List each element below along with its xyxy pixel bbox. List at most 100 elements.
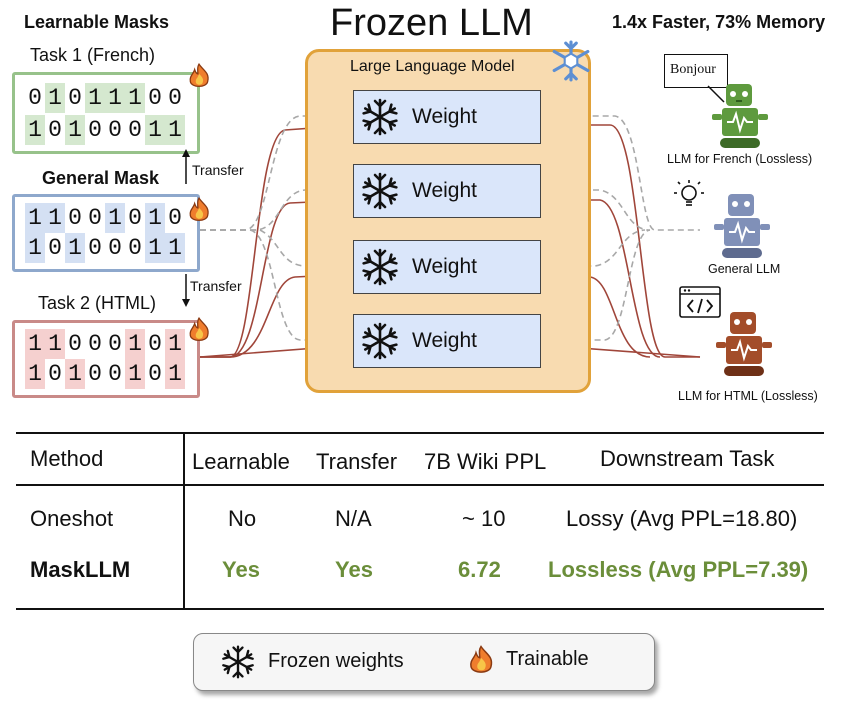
- page-title: Frozen LLM: [330, 2, 533, 44]
- transfer-label-2: Transfer: [190, 278, 242, 294]
- flame-icon: [470, 645, 493, 673]
- mask-cell: 1: [125, 83, 145, 113]
- flame-icon: [189, 63, 209, 88]
- snowflake-icon: [220, 644, 256, 680]
- french-robot-icon: [707, 84, 768, 148]
- mask-cell: 1: [45, 203, 65, 233]
- mask-cell: 1: [105, 83, 125, 113]
- mask-cell: 1: [45, 329, 65, 359]
- mask-cell: 0: [88, 117, 102, 143]
- task2-mask: 1 1 0 0 0 1 0 1 1 0 1 0 0 1 0 1: [12, 320, 200, 398]
- mask-cell: 0: [88, 361, 102, 387]
- table-column-divider: [183, 433, 185, 609]
- mask-cell: 1: [165, 329, 185, 359]
- mask-cell: 1: [105, 203, 125, 233]
- table-header-transfer: Transfer: [316, 449, 398, 474]
- mask-cell: 1: [25, 329, 45, 359]
- weight-block-3: Weight: [353, 240, 541, 294]
- table-cell: Yes: [222, 557, 260, 582]
- legend-frozen-label: Frozen weights: [268, 650, 404, 672]
- speed-memory-heading: 1.4x Faster, 73% Memory: [612, 12, 826, 32]
- task1-mask: 0 1 0 1 1 1 0 0 1 0 1 0 0 0 1 1: [12, 72, 200, 154]
- mask-cell: 0: [88, 331, 102, 357]
- legend: Frozen weights Trainable: [193, 633, 655, 691]
- mask-cell: 0: [108, 361, 122, 387]
- task2-label: Task 2 (HTML): [38, 293, 157, 313]
- flame-icon: [189, 317, 209, 342]
- general-robot-icon: [714, 194, 770, 258]
- table-header-wiki-ppl: 7B Wiki PPL: [424, 449, 547, 474]
- mask-cell: 0: [148, 331, 162, 357]
- table-header-learnable: Learnable: [192, 449, 290, 474]
- html-robot-icon: [716, 312, 772, 376]
- mask-cell: 1: [25, 115, 45, 145]
- mask-cell: 1: [65, 233, 85, 263]
- table-cell: Lossless (Avg PPL=7.39): [548, 557, 809, 582]
- snowflake-icon: [360, 171, 400, 211]
- weight-label: Weight: [412, 105, 477, 128]
- flame-icon: [189, 197, 209, 222]
- mask-cell: 0: [108, 331, 122, 357]
- snowflake-icon: [360, 97, 400, 137]
- code-window-icon: [679, 286, 721, 318]
- table-cell: 6.72: [458, 557, 501, 582]
- weight-label: Weight: [412, 179, 477, 202]
- mask-cell: 1: [165, 359, 185, 389]
- transfer-up-arrow-icon: [182, 149, 190, 184]
- mask-cell: 1: [65, 359, 85, 389]
- llm-label: Large Language Model: [350, 58, 515, 75]
- mask-cell: 0: [108, 117, 122, 143]
- mask-cell: 0: [68, 331, 82, 357]
- html-robot-label: LLM for HTML (Lossless): [678, 389, 818, 403]
- mask-cell: 1: [145, 115, 165, 145]
- table-header-downstream: Downstream Task: [600, 446, 775, 471]
- mask-cell: 1: [65, 115, 85, 145]
- table-cell: ~ 10: [462, 506, 506, 531]
- french-robot-label: LLM for French (Lossless): [667, 152, 813, 166]
- general-mask: 1 1 0 0 1 0 1 0 1 0 1 0 0 0 1 1: [12, 194, 200, 272]
- mask-cell: 0: [28, 85, 42, 111]
- table-cell: Oneshot: [30, 506, 114, 531]
- mask-cell: 0: [48, 117, 62, 143]
- general-mask-label: General Mask: [42, 168, 160, 188]
- weight-block-2: Weight: [353, 164, 541, 218]
- mask-cell: 0: [68, 205, 82, 231]
- lightbulb-icon: [674, 180, 704, 206]
- mask-cell: 1: [145, 203, 165, 233]
- learnable-masks-heading: Learnable Masks: [24, 12, 170, 32]
- mask-cell: 0: [48, 361, 62, 387]
- mask-cell: 1: [25, 233, 45, 263]
- general-robot-label: General LLM: [708, 262, 781, 276]
- mask-cell: 0: [128, 235, 142, 261]
- mask-cell: 0: [88, 235, 102, 261]
- transfer-label-1: Transfer: [192, 162, 244, 178]
- weight-label: Weight: [412, 255, 477, 278]
- mask-cell: 0: [168, 85, 182, 111]
- task1-label: Task 1 (French): [30, 45, 156, 65]
- mask-cell: 1: [165, 233, 185, 263]
- snowflake-icon: [360, 247, 400, 287]
- table-cell: No: [228, 506, 257, 531]
- table-header-method: Method: [30, 446, 104, 471]
- speech-bubble: Bonjour: [664, 54, 728, 88]
- mask-cell: 1: [125, 359, 145, 389]
- mask-cell: 0: [108, 235, 122, 261]
- table-cell: N/A: [335, 506, 372, 531]
- mask-cell: 1: [165, 115, 185, 145]
- mask-cell: 1: [45, 83, 65, 113]
- snowflake-icon: [360, 321, 400, 361]
- mask-cell: 1: [145, 233, 165, 263]
- mask-cell: 0: [68, 85, 82, 111]
- table-top-rule: [16, 432, 824, 434]
- transfer-down-arrow-icon: [182, 274, 190, 307]
- mask-cell: 0: [128, 117, 142, 143]
- mask-cell: 1: [125, 329, 145, 359]
- weight-block-1: Weight: [353, 90, 541, 144]
- speech-bubble-text: Bonjour: [670, 62, 716, 77]
- table-cell: Lossy (Avg PPL=18.80): [566, 506, 798, 531]
- table-bottom-rule: [16, 608, 824, 610]
- mask-cell: 0: [48, 235, 62, 261]
- table-header-rule: [16, 484, 824, 486]
- mask-cell: 1: [25, 203, 45, 233]
- frozen-snowflake-badge-icon: [552, 40, 590, 82]
